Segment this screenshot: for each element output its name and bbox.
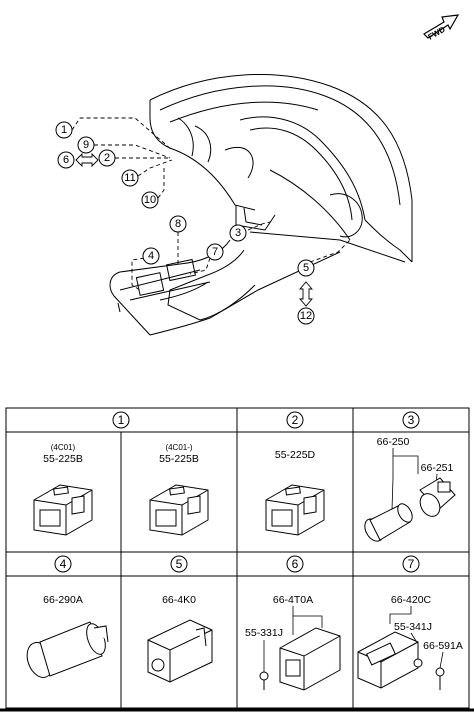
cell-4-part-number: 66-290A [43,594,83,606]
svg-text:3: 3 [408,413,415,427]
cell-3b-part-number: 66-251 [421,462,454,474]
svg-text:3: 3 [235,227,241,239]
callout-6: 6 [57,151,75,169]
part-labels: (4C01) 55-225B (4C01-) 55-225B 55-225D 6… [43,436,463,652]
cell-1b-part-number: 55-225B [159,453,199,465]
callout-12: 12 [297,307,315,325]
callout-5: 5 [297,259,315,277]
cell-5-number: 5 [170,555,188,573]
double-arrow-icon [75,152,99,168]
cell-5-part-number: 66-4K0 [162,594,196,606]
fwd-arrow-icon: FWD [423,14,460,42]
svg-text:5: 5 [176,557,183,571]
cell-6b-part-number: 55-331J [245,627,283,639]
part-illustrations [26,477,456,691]
svg-text:4: 4 [60,557,67,571]
cell-1a-sub: (4C01) [51,443,76,452]
svg-text:2: 2 [104,152,110,164]
callout-7: 7 [206,243,224,261]
lighter-socket-icon [419,477,456,517]
parts-table [5,407,470,709]
svg-text:11: 11 [124,172,135,184]
callout-11: 11 [121,169,139,187]
cell-1-number: 1 [112,411,130,429]
callout-3: 3 [229,224,247,242]
cell-1a-part-number: 55-225B [43,453,83,465]
switch-66-4k0-icon [147,619,213,683]
callout-8: 8 [169,215,187,233]
cell-2-part-number: 55-225D [275,449,316,461]
cell-6-number: 6 [286,555,304,573]
leader-lines [71,117,351,291]
svg-text:4: 4 [148,250,154,262]
callouts: 1 9 6 2 11 10 8 3 4 7 5 12 [55,121,315,325]
cell-7a-part-number: 66-420C [391,594,432,606]
switch-66-4t0a-icon [259,627,341,691]
cell-4-number: 4 [54,555,72,573]
switch-55-225b-a-icon [33,484,93,536]
callout-10: 10 [141,191,159,209]
callout-9: 9 [77,136,95,154]
cell-7-number: 7 [402,555,420,573]
svg-text:6: 6 [292,557,299,571]
switch-55-225d-icon [265,484,325,536]
callout-2: 2 [98,149,116,167]
cell-1b-sub: (4C01-) [165,443,192,452]
svg-text:9: 9 [83,139,89,151]
cell-2-number: 2 [286,411,304,429]
cell-6a-part-number: 66-4T0A [273,594,313,606]
cell-3a-part-number: 66-250 [377,436,410,448]
cell-7c-part-number: 66-591A [423,640,463,652]
dashboard-illustration [109,74,413,336]
svg-text:8: 8 [175,218,181,230]
svg-text:1: 1 [118,413,125,427]
cigarette-lighter-icon [364,503,413,542]
switch-66-420c-icon [357,631,445,690]
svg-text:10: 10 [144,194,156,206]
svg-text:1: 1 [61,124,67,136]
svg-text:5: 5 [303,262,309,274]
svg-text:2: 2 [292,413,299,427]
svg-text:6: 6 [63,154,69,166]
svg-text:7: 7 [212,246,218,258]
svg-text:7: 7 [408,557,415,571]
callout-1: 1 [55,121,73,139]
svg-text:12: 12 [300,310,312,322]
cell-7b-part-number: 55-341J [394,621,432,633]
power-outlet-icon [26,621,109,678]
table-header-numbers: 1 2 3 4 5 6 7 [54,411,420,573]
callout-4: 4 [142,247,160,265]
cell-3-number: 3 [402,411,420,429]
switch-55-225b-b-icon [149,484,209,536]
double-arrow-vertical-icon [299,281,313,307]
